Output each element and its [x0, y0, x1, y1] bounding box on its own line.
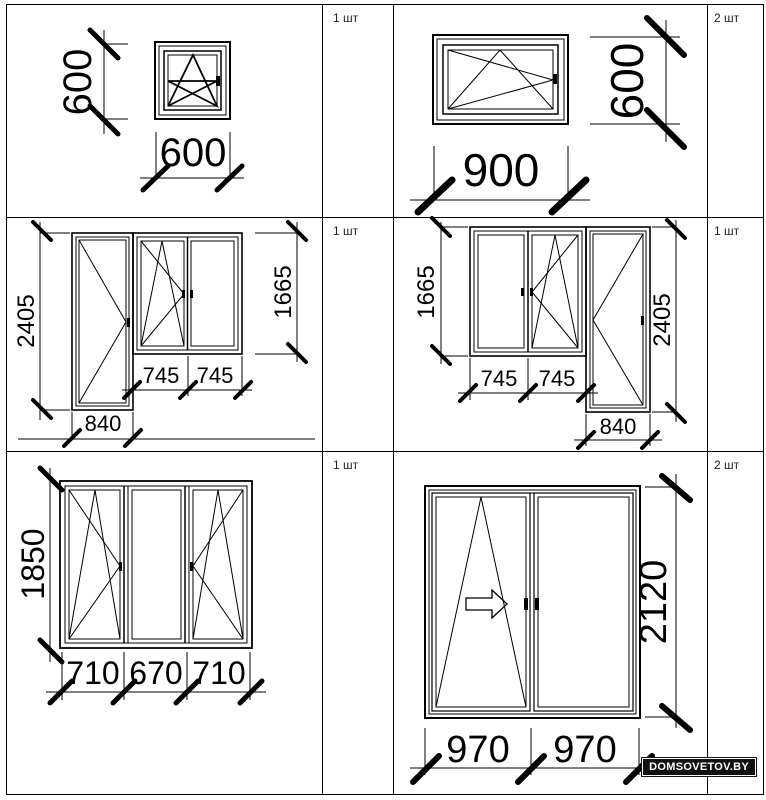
dimension-width-4c: 840: [600, 414, 637, 439]
dimension-width-1: 600: [160, 131, 227, 175]
dimension-height-5: 1850: [15, 528, 51, 599]
dimension-width-6a: 970: [446, 729, 509, 771]
dimension-height-1: 600: [56, 49, 100, 116]
dimension-height-3b: 1665: [270, 265, 297, 318]
dimension-width-4a: 745: [481, 366, 518, 391]
dimension-lines-4: [430, 216, 687, 450]
dimension-height-3a: 2405: [13, 294, 40, 347]
dimension-lines-2: [410, 15, 687, 216]
dimension-width-3a: 745: [143, 363, 180, 388]
window-drawing-2: [432, 34, 569, 125]
window-drawing-3: [71, 232, 243, 411]
quantity-label-1: 1 шт: [333, 11, 359, 25]
dimension-width-5c: 710: [192, 655, 245, 691]
dimension-height-2: 600: [601, 43, 653, 120]
quantity-label-6: 2 шт: [714, 458, 740, 472]
dimension-height-4a: 1665: [413, 265, 440, 318]
dimension-width-6b: 970: [553, 729, 616, 771]
window-drawing-6: [424, 485, 641, 719]
dimension-width-3c: 840: [85, 411, 122, 436]
dimension-width-5b: 670: [129, 655, 182, 691]
quantity-label-2: 2 шт: [714, 11, 740, 25]
dimension-width-4b: 745: [539, 366, 576, 391]
window-drawing-4: [469, 226, 651, 413]
window-drawing-5: [59, 480, 253, 649]
dimension-width-3b: 745: [197, 363, 234, 388]
dimension-lines-5: [37, 465, 266, 706]
window-drawing-1: [154, 41, 231, 120]
dimension-height-4b: 2405: [649, 293, 676, 346]
table-grid: [6, 4, 764, 795]
dimension-width-2: 900: [463, 144, 540, 196]
dimension-lines-1: [87, 27, 245, 193]
quantity-label-4: 1 шт: [714, 224, 740, 238]
dimension-lines-3: [18, 220, 315, 448]
quantity-label-5: 1 шт: [333, 458, 359, 472]
dimension-width-5a: 710: [66, 655, 119, 691]
site-watermark: DOMSOVETOV.BY: [641, 757, 757, 777]
quantity-label-3: 1 шт: [333, 224, 359, 238]
dimension-height-6: 2120: [633, 560, 675, 645]
